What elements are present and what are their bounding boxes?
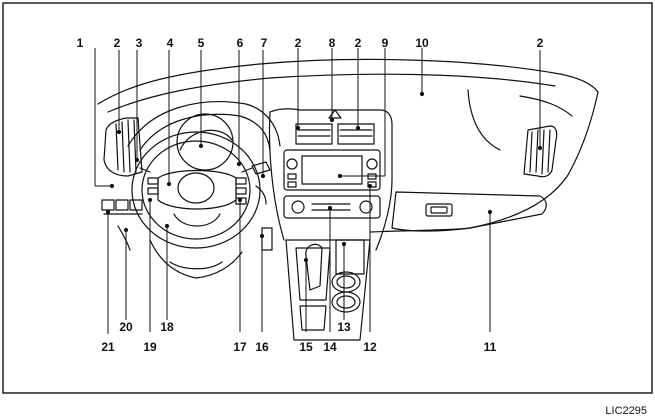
- center-air-vents: [295, 109, 375, 145]
- callout-11: 11: [484, 340, 497, 354]
- callout-3: 3: [136, 36, 143, 50]
- callout-15: 15: [299, 340, 313, 354]
- center-console: [285, 239, 371, 341]
- diagram-frame: [2, 2, 653, 394]
- cup-holder-rear: [331, 291, 361, 313]
- callout-16: 16: [255, 340, 269, 354]
- cup-holder-front: [331, 271, 361, 293]
- callout-21: 21: [101, 340, 115, 354]
- center-stack-outline: [269, 108, 393, 251]
- callout-8: 8: [329, 36, 336, 50]
- callout-12: 12: [363, 340, 377, 354]
- glove-box-handle: [425, 203, 453, 217]
- callout-1: 1: [77, 36, 84, 50]
- steering-wheel: [131, 131, 261, 249]
- callout-7: 7: [261, 36, 268, 50]
- glove-box: [391, 191, 547, 232]
- callouts-bottom: 21 20 19 18 17 16 15 14 13 12 11: [101, 320, 496, 354]
- figure-reference-code: LIC2295: [605, 405, 647, 417]
- callout-13: 13: [337, 320, 351, 334]
- callout-6: 6: [237, 36, 244, 50]
- ignition-switch: [261, 227, 273, 251]
- callout-20: 20: [119, 320, 133, 334]
- callout-14: 14: [323, 340, 337, 354]
- callout-2b: 2: [295, 36, 302, 50]
- callout-5: 5: [198, 36, 205, 50]
- left-air-vent: [103, 117, 143, 177]
- callout-17: 17: [233, 340, 247, 354]
- shift-lever: [305, 243, 323, 291]
- climate-control-panel: [283, 195, 381, 219]
- audio-display-unit: [283, 149, 381, 191]
- meter-hood: [127, 101, 281, 147]
- callout-18: 18: [160, 320, 174, 334]
- callout-4: 4: [167, 36, 174, 50]
- right-air-vent: [523, 125, 558, 178]
- dashboard-illustration: [97, 58, 599, 341]
- wiper-stalk: [251, 161, 271, 175]
- dashboard-right-side: [469, 91, 599, 229]
- leader-lines: [94, 48, 543, 334]
- callout-9: 9: [382, 36, 389, 50]
- callout-10: 10: [415, 36, 429, 50]
- callout-2c: 2: [355, 36, 362, 50]
- callout-2a: 2: [114, 36, 121, 50]
- callouts-top: 1 2 3 4 5 6 7 2 8 2 9 10 2: [77, 36, 544, 50]
- dashboard-top-inner: [107, 73, 556, 113]
- callout-2d: 2: [537, 36, 544, 50]
- callout-19: 19: [143, 340, 157, 354]
- storage-tray: [335, 239, 365, 275]
